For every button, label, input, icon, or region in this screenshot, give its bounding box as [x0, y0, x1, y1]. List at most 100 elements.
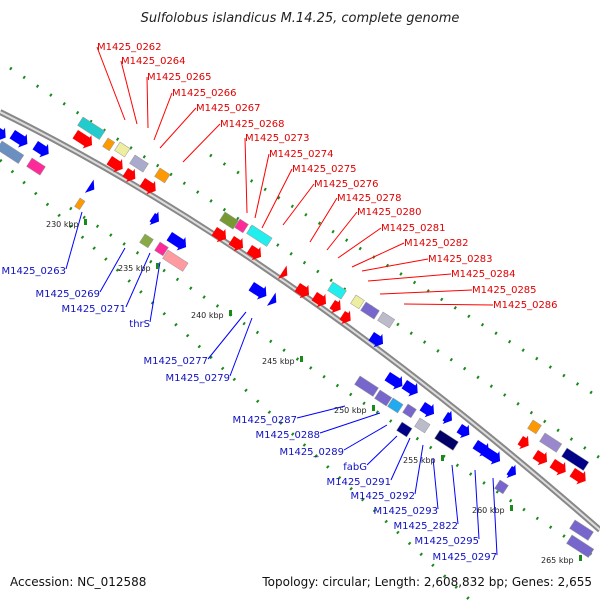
scale-tick-mark [372, 405, 375, 411]
forward-gene-arrow [549, 459, 566, 476]
label-leader [414, 444, 424, 495]
forward-gene-arrow [329, 299, 341, 314]
forward-gene-box [350, 294, 365, 310]
forward-gene-arrow [122, 168, 136, 183]
gene-label-reverse: M1425_0269 [35, 289, 100, 300]
gene-label-forward: M1425_0273 [245, 133, 310, 144]
label-leader [351, 242, 405, 268]
scale-tick-label: 230 kbp [46, 220, 79, 229]
forward-gene-box [219, 211, 239, 230]
forward-gene-box [114, 141, 131, 158]
reverse-gene-box [396, 421, 413, 438]
label-leader [146, 76, 149, 129]
label-leader [65, 211, 83, 270]
gene-label-reverse: M1425_2822 [393, 521, 458, 532]
reverse-gene-box [569, 519, 594, 541]
reverse-gene-arrow [84, 179, 95, 193]
reverse-gene-box [162, 249, 189, 272]
forward-gene-arrow [569, 468, 586, 485]
label-leaders-layer [65, 46, 498, 556]
label-leader [120, 60, 138, 125]
gene-label-reverse: M1425_0289 [279, 447, 344, 458]
reverse-gene-arrow [401, 380, 418, 397]
accession-text: Accession: NC_012588 [10, 575, 146, 589]
gene-label-forward: M1425_0284 [451, 269, 516, 280]
reverse-gene-box [139, 233, 154, 249]
reverse-gene-box [354, 375, 379, 397]
gene-label-forward: M1425_0276 [314, 179, 379, 190]
label-leader [261, 168, 293, 229]
reverse-gene-arrow [0, 127, 6, 142]
scale-tick-mark [579, 555, 582, 561]
reverse-gene-box [387, 397, 404, 414]
label-leader [244, 137, 248, 214]
gene-label-reverse: M1425_0292 [350, 491, 415, 502]
label-leader [99, 247, 126, 293]
reverse-gene-arrow [384, 372, 403, 390]
gene-label-forward: M1425_0285 [472, 285, 537, 296]
scale-tick-mark [156, 263, 159, 269]
scale-tick-label: 240 kbp [191, 311, 224, 320]
gc-dot-track [9, 66, 600, 460]
label-leader [153, 92, 173, 141]
forward-gene-arrow [294, 283, 310, 299]
forward-gene-box [377, 311, 396, 329]
gene-label-forward: M1425_0281 [381, 223, 446, 234]
reverse-gene-arrow [456, 424, 470, 439]
gene-label-forward: M1425_0266 [172, 88, 237, 99]
label-leader [125, 252, 151, 308]
genome-backbone [0, 109, 600, 533]
topology-summary: Topology: circular; Length: 2,608,832 bp… [261, 575, 592, 589]
reverse-gene-arrow [506, 464, 516, 478]
reverse-gene-arrow [368, 332, 384, 348]
forward-gene-box [360, 301, 380, 320]
scale-tick-label: 255 kbp [403, 456, 436, 465]
label-leader [229, 317, 253, 377]
label-leader [403, 303, 494, 306]
forward-gene-box [77, 116, 106, 140]
forward-gene-box [527, 419, 542, 435]
scale-tick-mark [300, 356, 303, 362]
reverse-gene-arrow [480, 446, 501, 465]
scale-tick-label: 265 kbp [541, 556, 574, 565]
label-leader [319, 412, 381, 434]
label-leader [451, 464, 459, 525]
label-leader [361, 258, 429, 272]
gene-label-reverse: M1425_0288 [255, 430, 320, 441]
forward-gene-arrow [277, 265, 288, 279]
gene-label-reverse: M1425_0293 [373, 506, 438, 517]
reverse-gene-box [566, 534, 595, 558]
gene-label-forward: M1425_0282 [404, 238, 469, 249]
gene-label-reverse: M1425_0287 [232, 415, 297, 426]
label-leader [492, 477, 498, 556]
label-leader [432, 457, 439, 510]
gene-label-forward: M1425_0267 [196, 103, 261, 114]
forward-gene-arrow [139, 178, 156, 195]
scale-tick-mark [229, 310, 232, 316]
label-leader [366, 435, 398, 466]
gene-label-forward: M1425_0278 [337, 193, 402, 204]
gene-label-forward: M1425_0275 [292, 164, 357, 175]
gene-label-reverse: M1425_0291 [326, 477, 391, 488]
label-leader [296, 405, 346, 419]
label-leader [390, 437, 411, 481]
forward-gene-arrow [246, 245, 262, 261]
reverse-gene-box [0, 140, 25, 164]
reverse-gene-box [154, 241, 169, 257]
label-leader [149, 261, 161, 323]
gene-label-forward: M1425_0283 [428, 254, 493, 265]
label-leader [343, 424, 388, 451]
label-leader [474, 469, 480, 540]
reverse-gene-arrow [248, 282, 267, 300]
forward-gene-arrow [211, 227, 227, 243]
reverse-gene-box [414, 417, 431, 434]
gene-label-reverse: M1425_0279 [165, 373, 230, 384]
forward-gene-arrow [106, 156, 123, 173]
reverse-gene-arrow [149, 211, 159, 225]
label-leader [159, 107, 197, 149]
label-leader [254, 153, 270, 219]
label-leader [309, 197, 338, 243]
label-leader [282, 183, 315, 226]
forward-gene-box [327, 281, 347, 300]
